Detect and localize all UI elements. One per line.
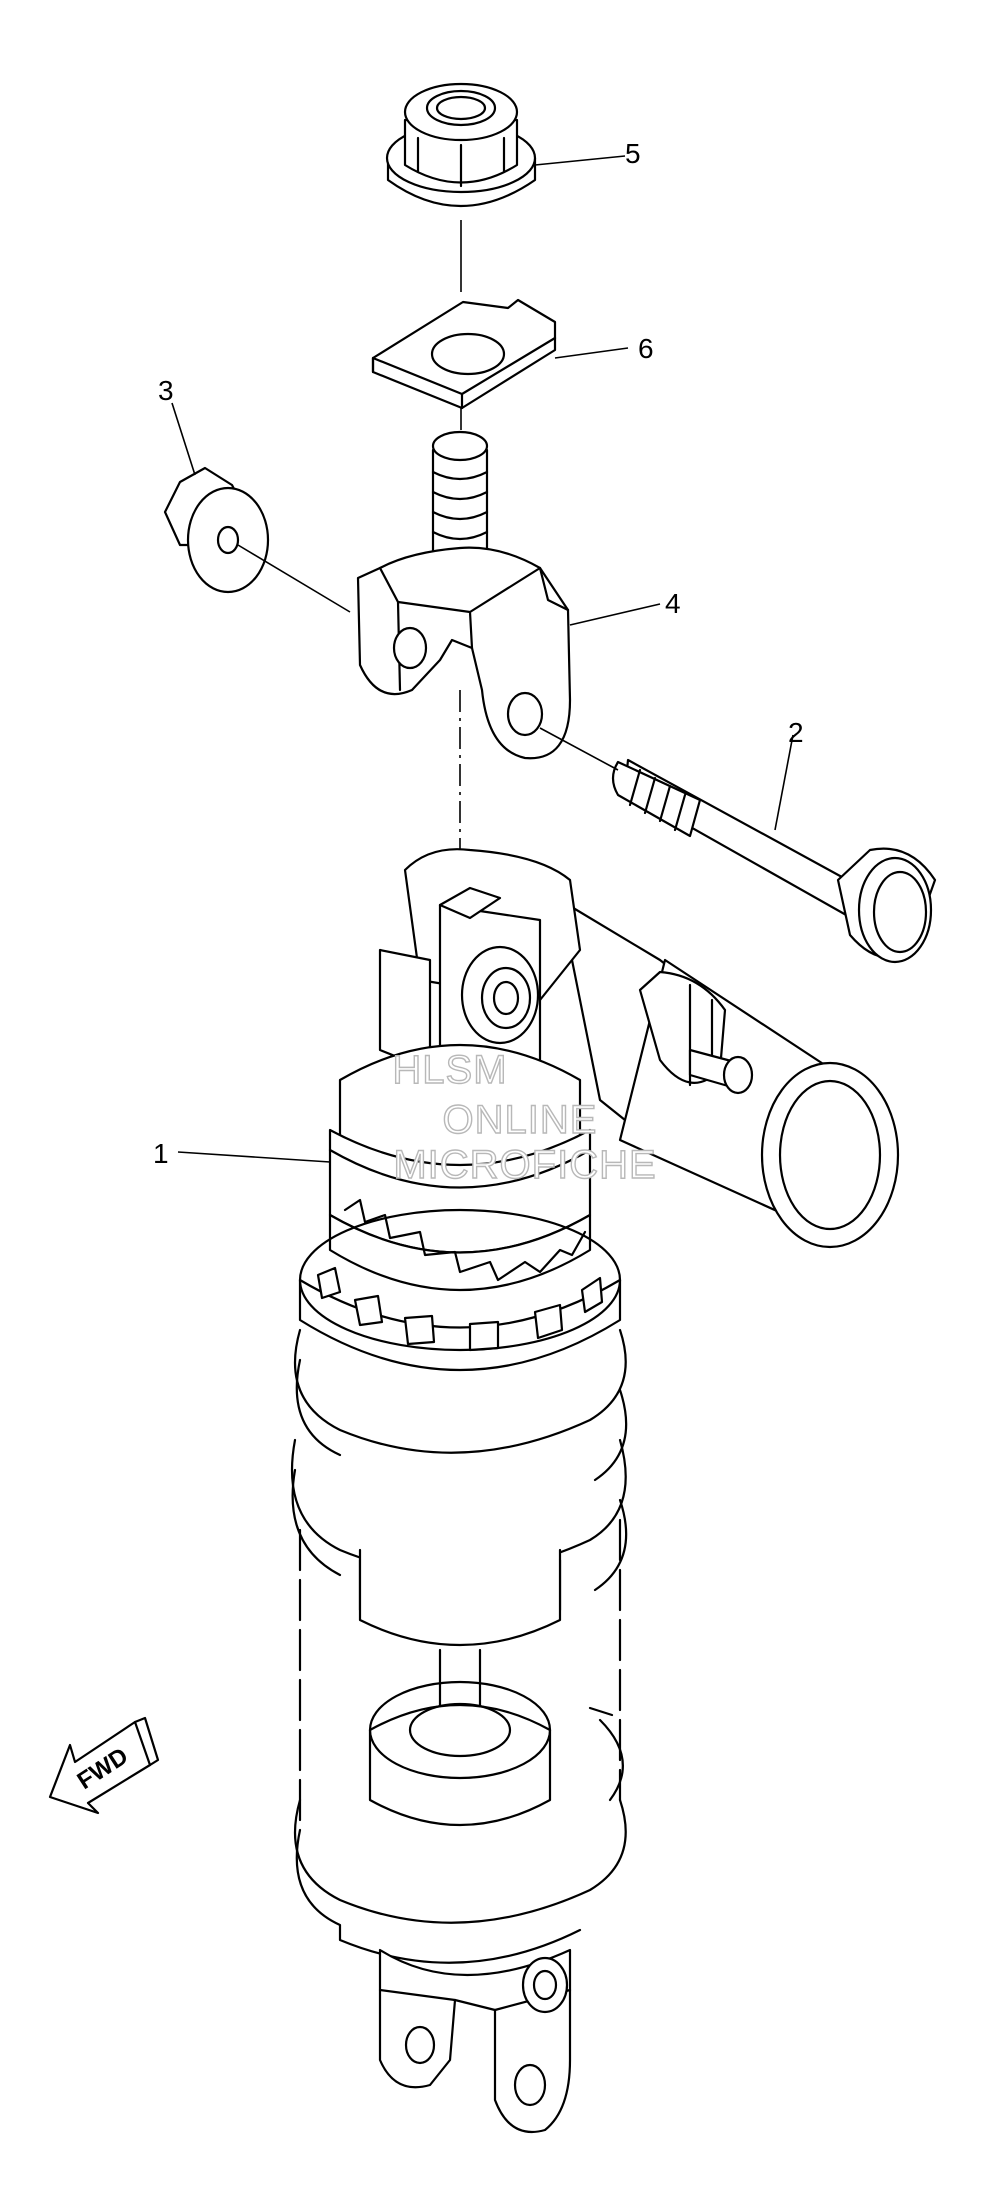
callouts: 1 2 3 4 5 6 (153, 138, 804, 1169)
watermark-line-3: MICROFICHE (393, 1143, 656, 1187)
callout-3: 3 (158, 375, 174, 406)
part-6-plate-washer (371, 298, 557, 410)
fwd-arrow-icon: FWD (48, 1716, 160, 1815)
watermark: HLSM ONLINE MICROFICHE (392, 1047, 657, 1187)
part-4-upper-bracket (356, 430, 572, 760)
part-3-flange-nut (163, 466, 270, 594)
watermark-line-1: HLSM (392, 1048, 507, 1092)
watermark-line-2: ONLINE (443, 1098, 598, 1142)
part-2-bolt (611, 758, 937, 964)
part-1-shock-absorber (290, 848, 900, 2134)
callout-4: 4 (665, 588, 681, 619)
callout-2: 2 (788, 717, 804, 748)
callout-6: 6 (638, 333, 654, 364)
part-5-flange-nut (385, 82, 537, 208)
callout-1: 1 (153, 1138, 169, 1169)
callout-5: 5 (625, 138, 641, 169)
